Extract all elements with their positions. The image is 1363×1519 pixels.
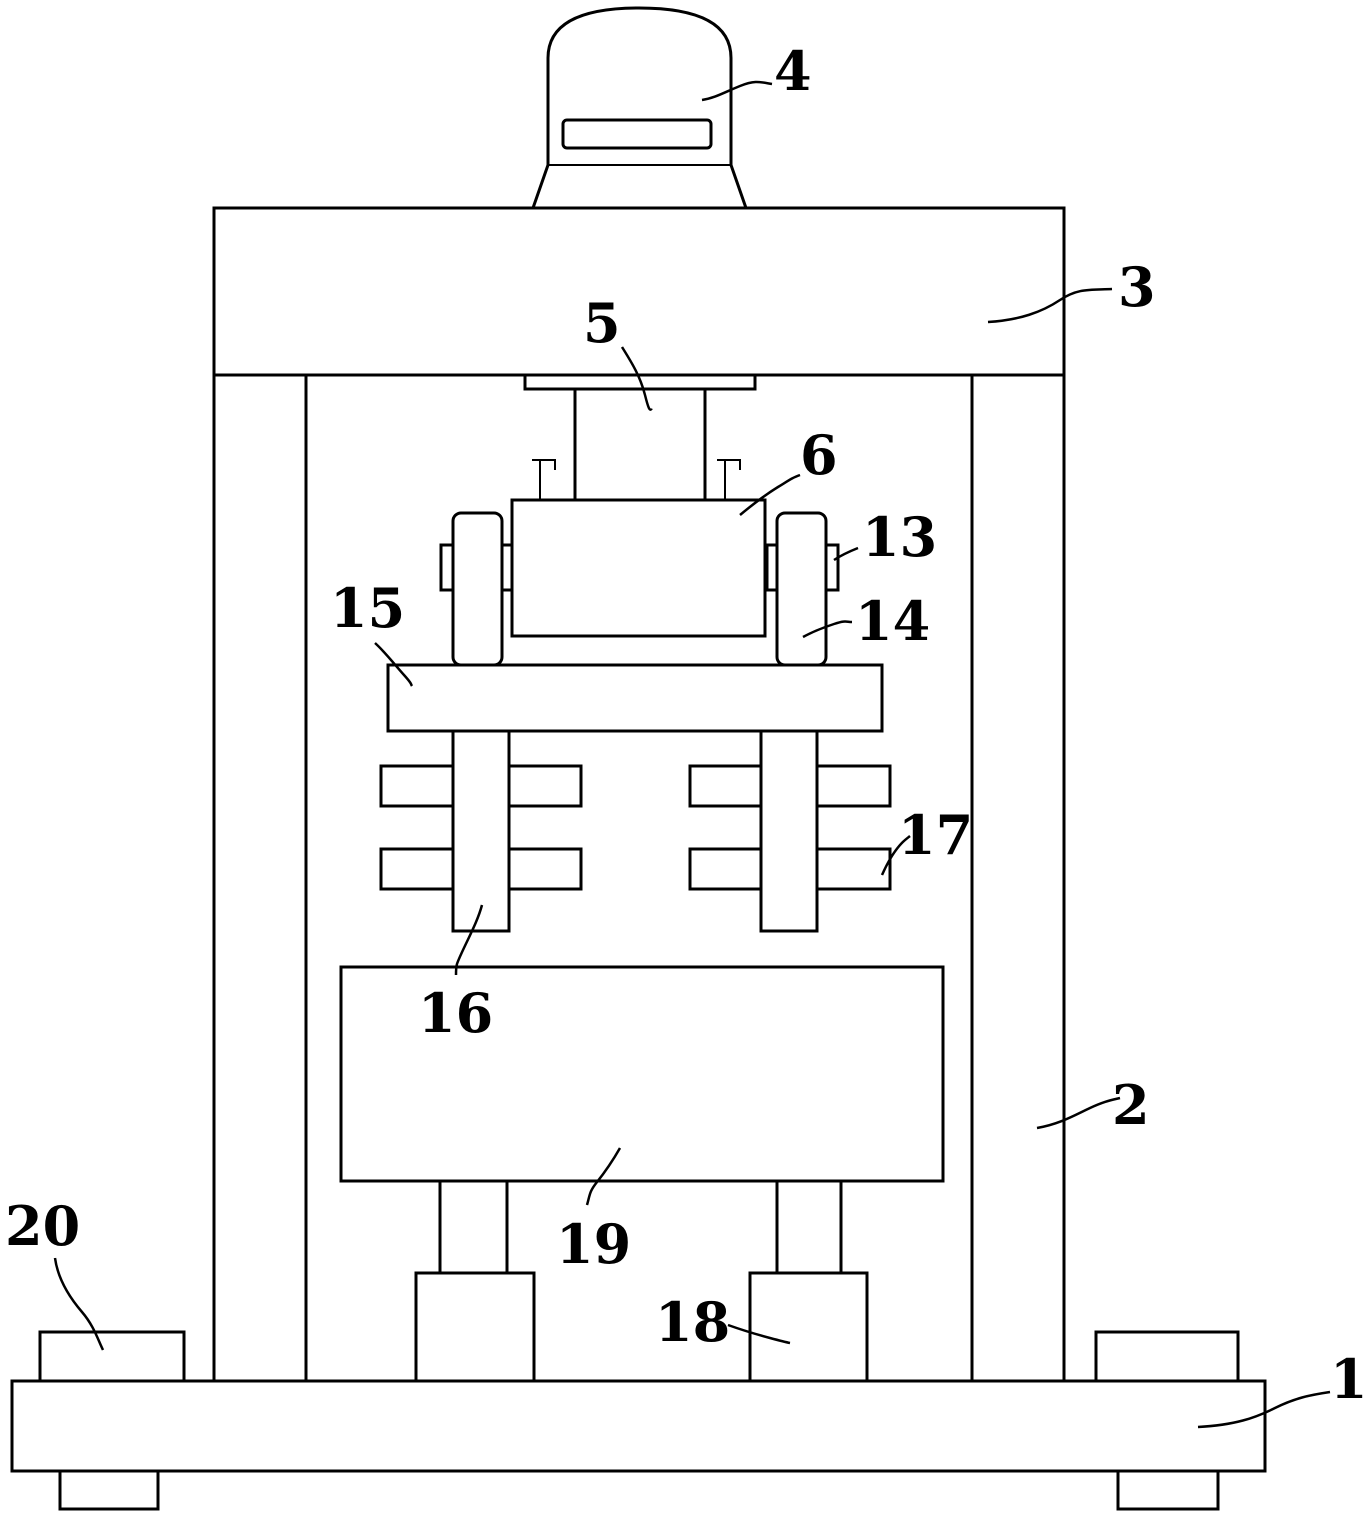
leader-6: [739, 473, 801, 516]
tab-left-inner-upper: [507, 764, 583, 808]
label-17: 17: [898, 803, 973, 867]
column-right: [970, 373, 1066, 1383]
axle-right-inner: [765, 543, 779, 592]
leader-4: [701, 80, 773, 102]
label-4: 4: [774, 39, 812, 103]
label-13: 13: [862, 505, 937, 569]
label-15: 15: [330, 576, 405, 640]
label-14: 14: [855, 589, 930, 653]
base-block-right: [1094, 1330, 1240, 1383]
axle-left-inner: [500, 543, 514, 592]
side-roller-right: [775, 511, 828, 667]
leader-13: [833, 546, 859, 562]
leader-15: [374, 642, 414, 687]
tab-left-inner-lower: [507, 847, 583, 891]
leader-14: [802, 620, 853, 639]
leader-19: [585, 1147, 622, 1206]
axle-right-outer: [824, 543, 840, 592]
leader-3: [987, 287, 1113, 324]
motor-window: [561, 118, 713, 150]
leader-5: [620, 346, 653, 412]
tab-left-outer-lower: [379, 847, 455, 891]
leader-16: [454, 904, 484, 976]
clip-left: [532, 459, 556, 500]
cylinder-rod: [573, 387, 707, 502]
axle-left-outer: [439, 543, 455, 592]
label-1: 1: [1330, 1347, 1363, 1411]
label-20: 20: [5, 1194, 80, 1258]
support-rod-left: [438, 1179, 509, 1275]
label-2: 2: [1112, 1073, 1150, 1137]
leader-1: [1197, 1390, 1331, 1429]
lower-block-left: [414, 1271, 536, 1383]
base-block-left: [38, 1330, 186, 1383]
side-roller-left: [451, 511, 504, 667]
label-16: 16: [418, 981, 493, 1045]
base-plate: [10, 1379, 1267, 1473]
cross-beam: [386, 663, 884, 733]
tab-right-inner-lower: [815, 847, 892, 891]
tab-right-outer-upper: [688, 764, 763, 808]
tab-right-inner-upper: [815, 764, 892, 808]
leader-2: [1036, 1096, 1121, 1130]
label-5: 5: [583, 291, 621, 355]
main-body: [510, 498, 767, 638]
base-foot-right: [1116, 1469, 1220, 1511]
leader-17: [880, 835, 911, 876]
motor-housing: [530, 6, 749, 210]
guide-post-left: [451, 729, 511, 933]
leader-20: [53, 1257, 105, 1351]
tab-left-outer-upper: [379, 764, 455, 808]
base-foot-left: [58, 1469, 160, 1511]
label-3: 3: [1118, 255, 1156, 319]
label-6: 6: [800, 423, 838, 487]
lower-block-right: [748, 1271, 869, 1383]
clip-right: [717, 459, 741, 500]
support-rod-right: [775, 1179, 843, 1275]
work-table: [339, 965, 945, 1183]
column-left: [212, 373, 308, 1383]
top-beam: [212, 206, 1066, 377]
tab-right-outer-lower: [688, 847, 763, 891]
label-18: 18: [655, 1290, 730, 1354]
leader-18: [727, 1323, 791, 1345]
label-19: 19: [556, 1212, 631, 1276]
guide-post-right: [759, 729, 819, 933]
